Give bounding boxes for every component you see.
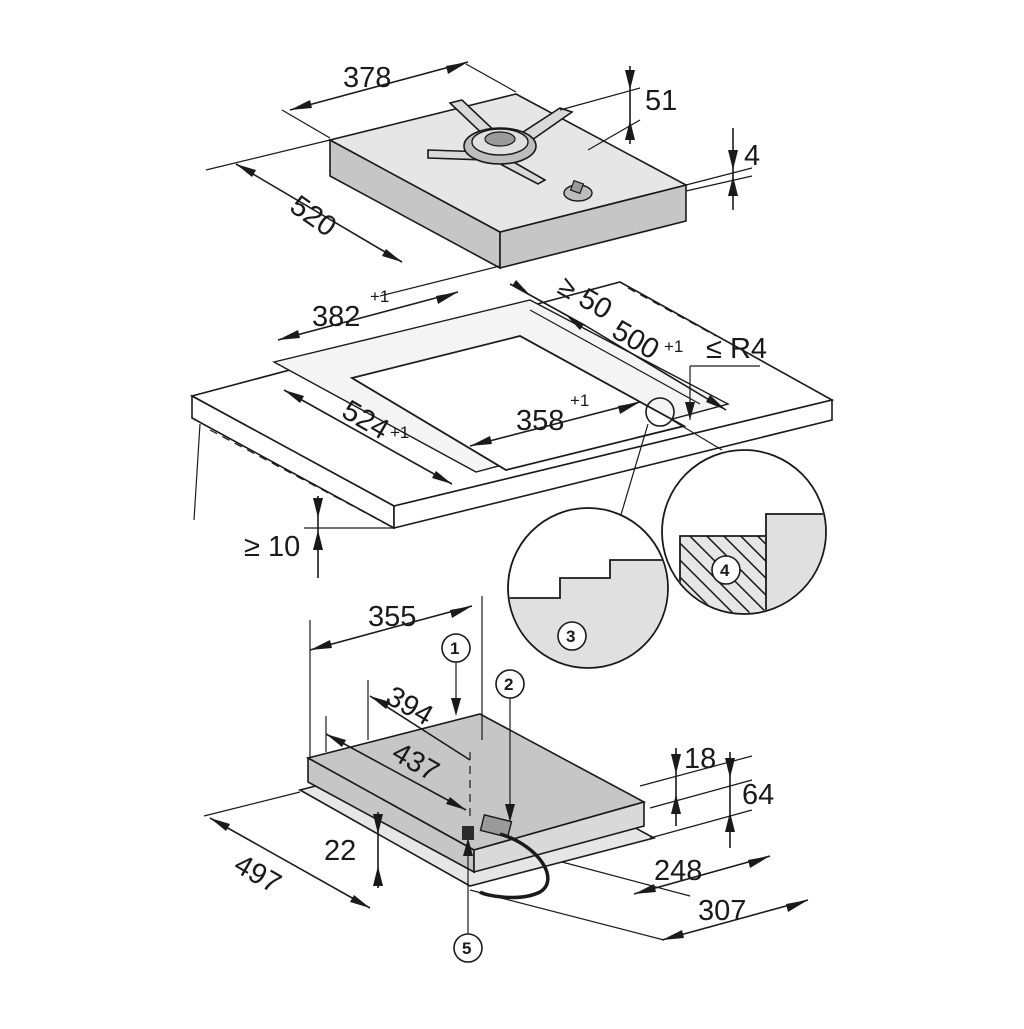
dim-382-tolerance: +1 <box>370 287 389 306</box>
pan-support <box>427 99 574 185</box>
dim-64: 64 <box>742 779 774 811</box>
dim-18: 18 <box>684 743 716 775</box>
underside-drawing: 1 2 5 355 394 437 497 22 18 64 248 307 <box>203 596 809 963</box>
worktop-edge-front <box>393 398 833 530</box>
callout-3: 3 <box>566 627 575 646</box>
dim-378: 378 <box>343 62 391 94</box>
dim-307: 307 <box>698 895 746 927</box>
callout-5: 5 <box>462 939 471 958</box>
dim-radius: ≤ R4 <box>706 333 767 365</box>
dim-min-10: ≥ 10 <box>244 531 300 563</box>
dim-500-tolerance: +1 <box>664 337 683 356</box>
dim-382: 382 <box>312 301 360 333</box>
dim-524-tolerance: +1 <box>390 423 409 442</box>
control-knob <box>563 179 593 202</box>
callout-2: 2 <box>504 675 513 694</box>
dim-51: 51 <box>645 85 677 117</box>
dim-358-tolerance: +1 <box>570 391 589 410</box>
dim-4: 4 <box>744 140 760 172</box>
detail-marker <box>645 397 675 427</box>
callout-4: 4 <box>720 561 730 580</box>
hob-drawing: 378 520 51 4 <box>205 61 760 297</box>
dim-22: 22 <box>324 835 356 867</box>
dim-248: 248 <box>654 855 702 887</box>
dim-394: 394 <box>381 680 439 732</box>
underside-box-front <box>473 800 645 874</box>
callout-1: 1 <box>450 639 459 658</box>
detail-circle-4: 4 <box>661 449 827 615</box>
detail-circle-3: 3 <box>507 507 669 669</box>
worktop-cutout-drawing: 382 +1 ≥ 50 500 +1 ≤ R4 524 +1 358 +1 ≥ … <box>189 270 835 578</box>
dim-358: 358 <box>516 405 564 437</box>
dim-355: 355 <box>368 601 416 633</box>
